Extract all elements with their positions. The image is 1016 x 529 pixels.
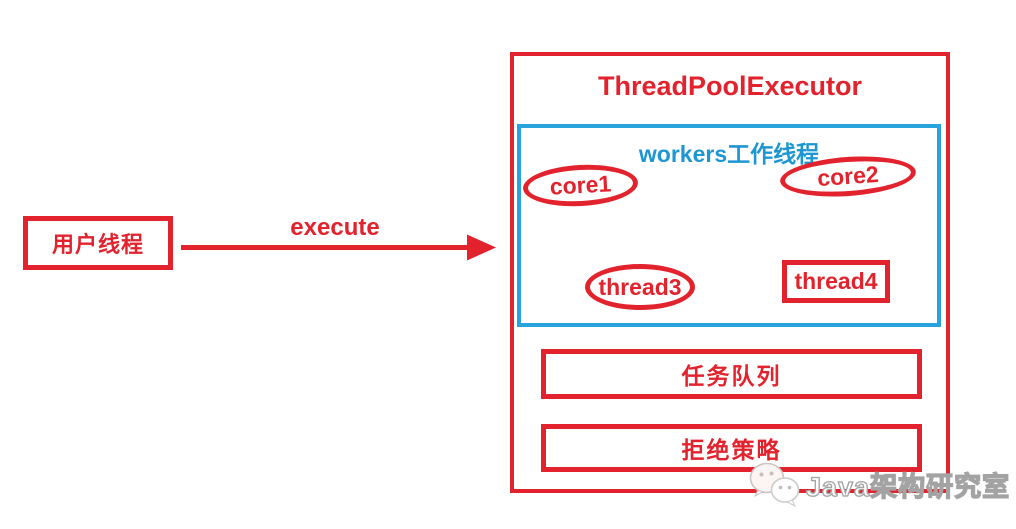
execute-arrow-label: execute: [290, 214, 380, 241]
workers-title: workers工作线程: [638, 141, 820, 167]
reject-policy-box: 拒绝策略: [541, 424, 922, 472]
worker-node-thread3: thread3: [585, 264, 695, 310]
wechat-icon: [749, 462, 800, 507]
worker-node-thread4-label: thread4: [794, 268, 878, 294]
threadpool-executor-title: ThreadPoolExecutor: [597, 71, 863, 101]
worker-node-thread3-label: thread3: [598, 273, 682, 300]
task-queue-box: 任务队列: [541, 349, 922, 399]
worker-node-core2-label: core2: [816, 160, 880, 192]
threadpool-executor-box: [510, 52, 950, 493]
watermark-text: Java架构研究室: [805, 471, 1011, 502]
user-thread-label: 用户线程: [51, 232, 144, 257]
worker-node-core1-label: core1: [549, 170, 612, 200]
worker-node-thread4: thread4: [782, 260, 890, 303]
workers-box: [517, 124, 941, 327]
watermark: Java架构研究室: [748, 459, 1010, 509]
task-queue-label: 任务队列: [681, 363, 782, 389]
reject-policy-label: 拒绝策略: [681, 437, 782, 463]
user-thread-box: 用户线程: [23, 216, 173, 270]
